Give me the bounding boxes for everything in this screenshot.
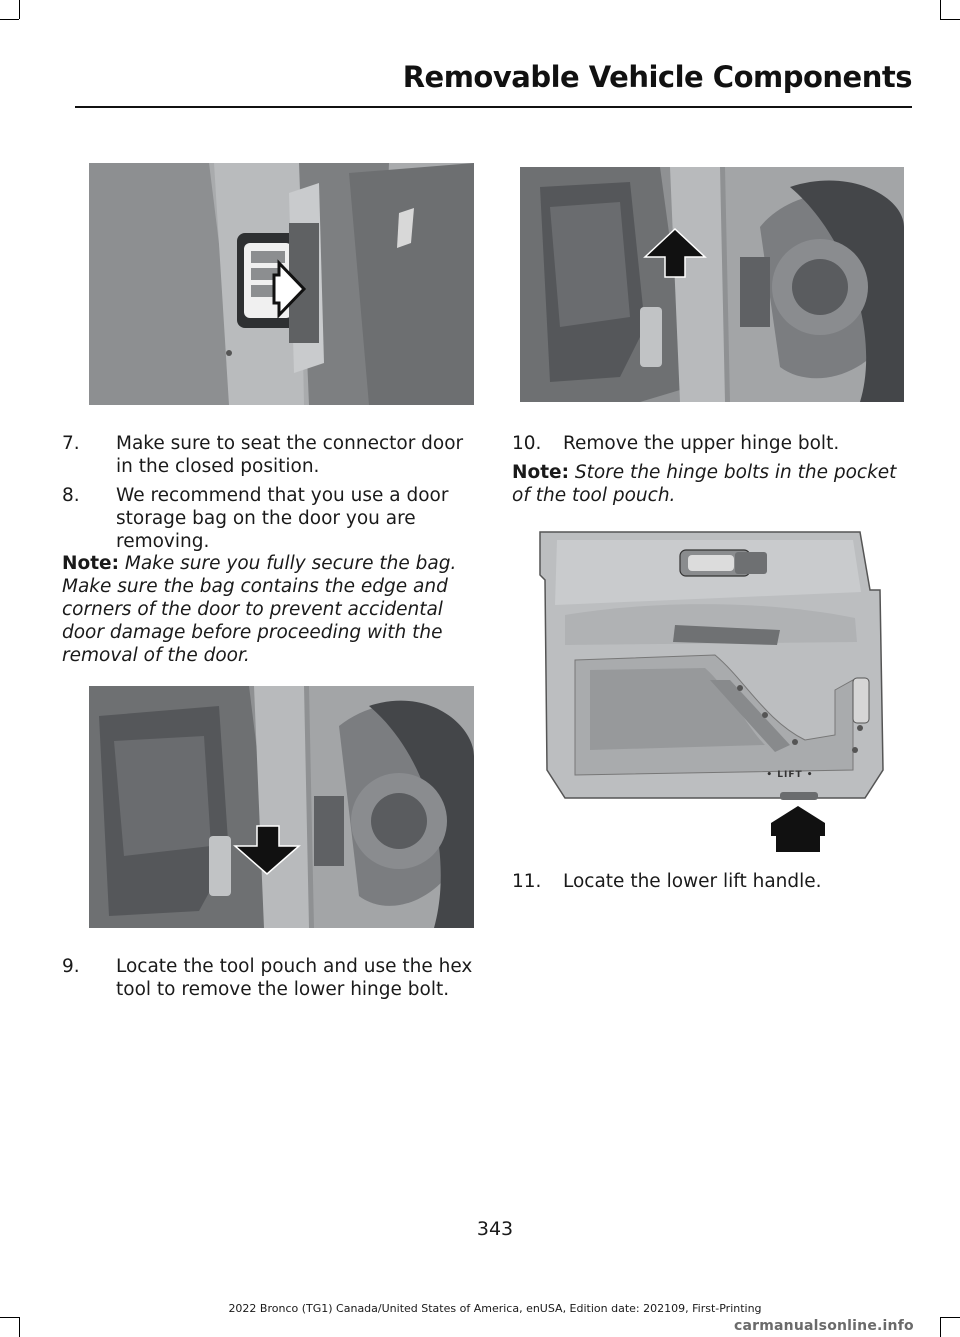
note-label: Note: [62,553,119,574]
lower-lift-handle-figure: • LIFT • [535,530,885,852]
step-number: 11. [512,871,542,892]
header-divider [75,106,912,108]
lift-label: • LIFT • [766,770,814,780]
crop-mark [940,1317,941,1337]
crop-mark [940,19,960,20]
step-number: 9. [62,956,80,977]
step-10: 10. Remove the upper hinge bolt. [512,432,922,455]
step-text: We recommend that you use a door storage… [116,485,449,552]
watermark: carmanualsonline.info [734,1318,914,1334]
note-hinge-bolts: Note: Store the hinge bolts in the pocke… [512,461,912,507]
step-8: 8. We recommend that you use a door stor… [62,484,474,553]
page-title: Removable Vehicle Components [402,60,913,94]
step-number: 10. [512,433,542,454]
crop-mark [0,1317,19,1318]
step-text: Make sure to seat the connector door in … [116,433,464,477]
step-9: 9. Locate the tool pouch and use the hex… [62,955,480,1001]
note-door-bag: Note: Make sure you fully secure the bag… [62,552,474,667]
crop-mark [0,19,19,20]
note-label: Note: [512,462,569,483]
edition-footer: 2022 Bronco (TG1) Canada/United States o… [228,1302,762,1315]
page-number: 343 [476,1218,514,1240]
crop-mark [940,1317,960,1318]
note-text: Make sure you fully secure the bag. Make… [62,553,457,666]
connector-door-figure [89,163,474,405]
step-text: Locate the tool pouch and use the hex to… [116,956,473,1000]
crop-mark [19,1317,20,1337]
note-text: Store the hinge bolts in the pocket of t… [512,462,897,506]
step-7: 7. Make sure to seat the connector door … [62,432,474,478]
step-11: 11. Locate the lower lift handle. [512,870,922,893]
step-number: 7. [62,433,80,454]
step-text: Locate the lower lift handle. [563,871,822,892]
step-text: Remove the upper hinge bolt. [563,433,840,454]
crop-mark [19,0,20,19]
crop-mark [940,0,941,19]
step-number: 8. [62,485,80,506]
upper-hinge-bolt-figure [520,167,904,402]
lower-hinge-bolt-figure [89,686,474,928]
